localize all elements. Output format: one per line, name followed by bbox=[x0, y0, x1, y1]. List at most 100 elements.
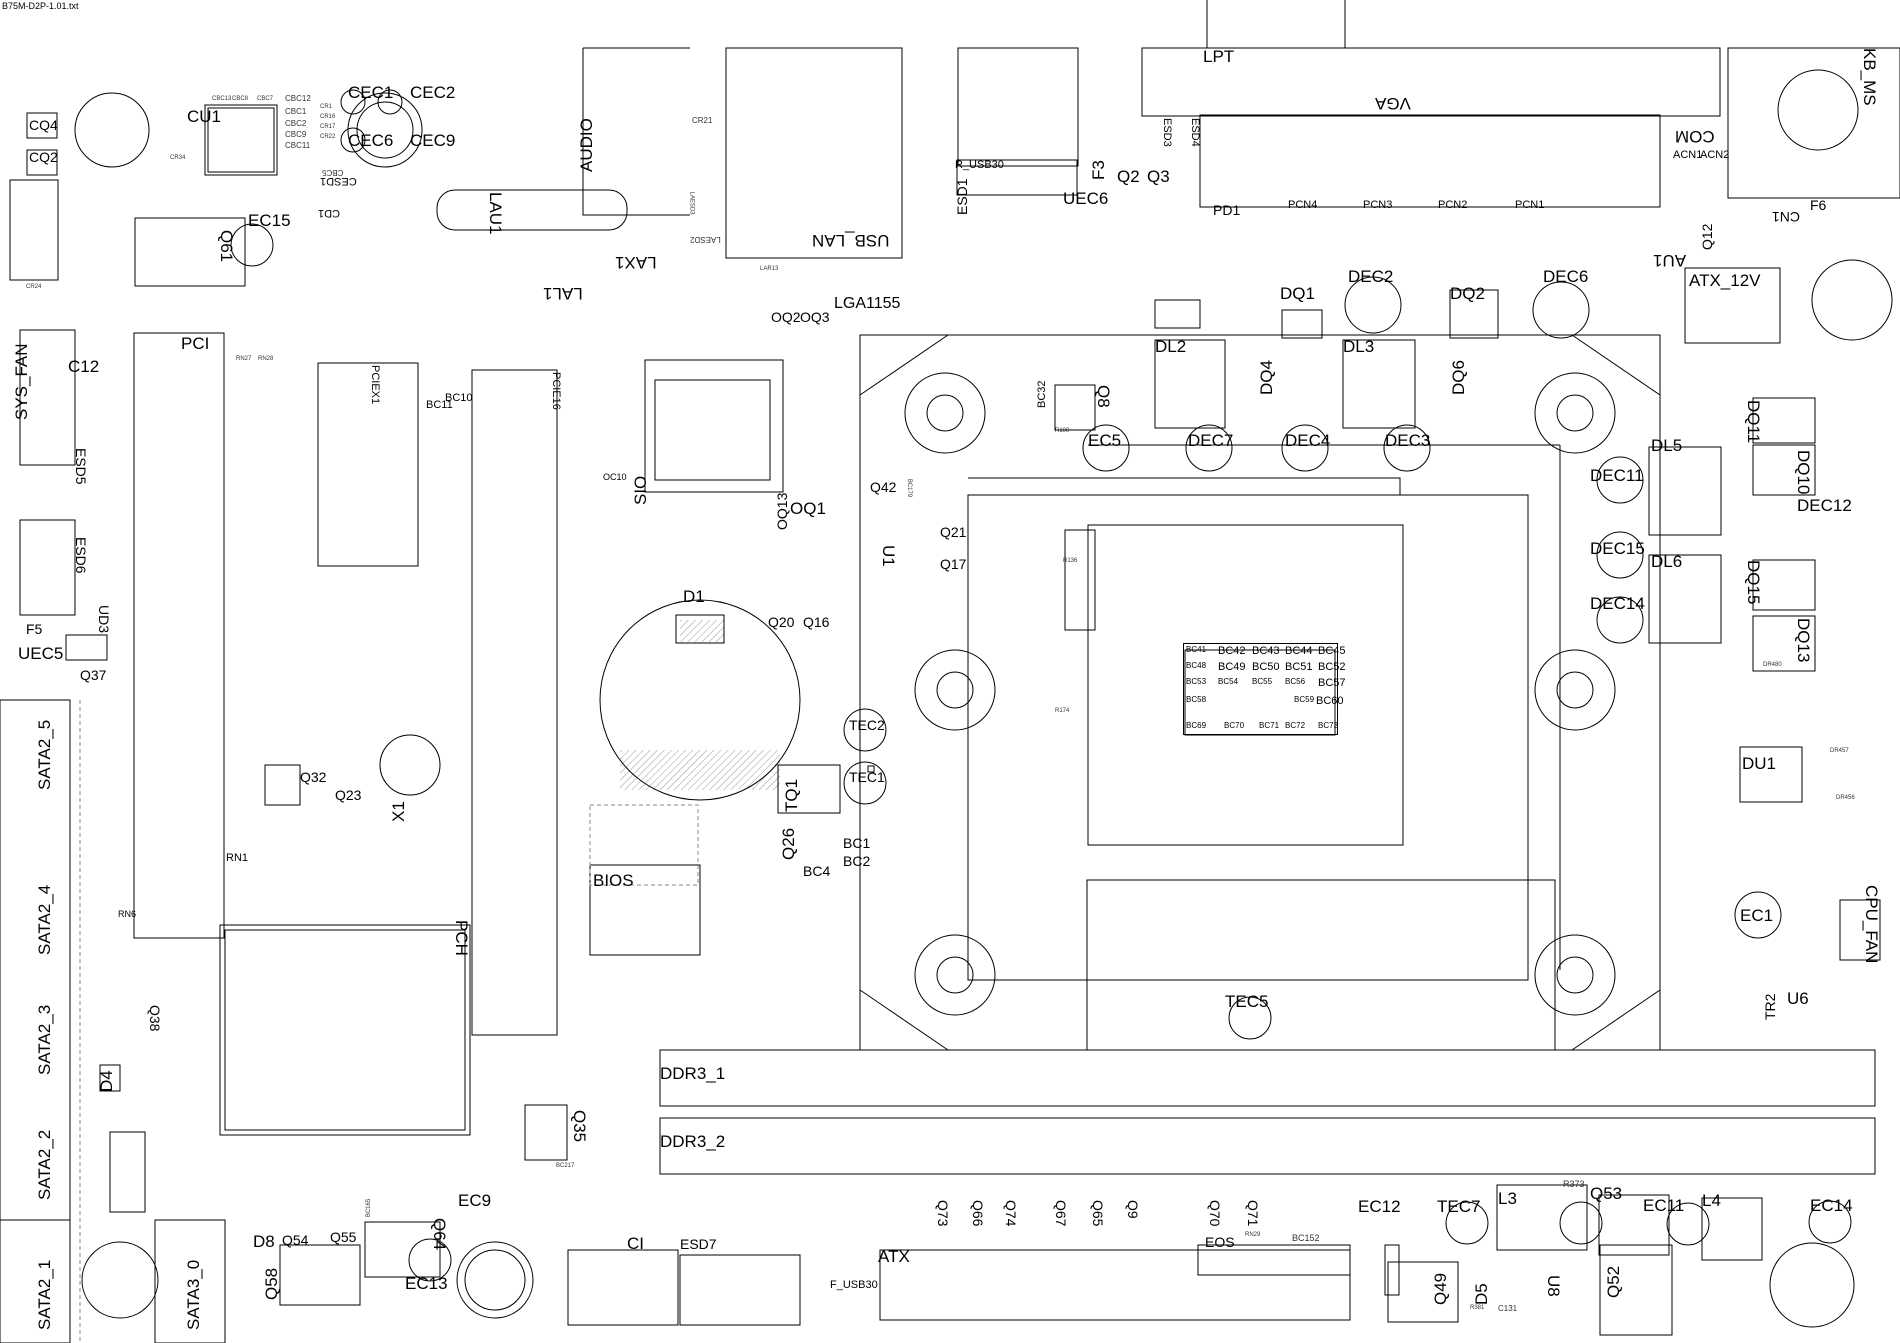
cec1-label: CEC1 bbox=[348, 83, 394, 102]
small-label: CBC9 bbox=[285, 130, 307, 139]
bc11-label: BC11 bbox=[426, 399, 453, 411]
bc32-label: BC32 bbox=[1036, 380, 1048, 408]
file-title: B75M-D2P-1.01.txt bbox=[2, 1, 79, 11]
q55-label: Q55 bbox=[330, 1229, 357, 1245]
r-usb30-label: R_USB30 bbox=[955, 159, 1004, 171]
cec2-label: CEC2 bbox=[410, 83, 456, 102]
small-label: LAESD2 bbox=[690, 235, 721, 244]
q32-label: Q32 bbox=[300, 769, 327, 785]
q74-label: Q74 bbox=[1003, 1200, 1019, 1227]
small-label: BC165 bbox=[366, 1198, 373, 1218]
bc-label: BC55 bbox=[1252, 677, 1273, 686]
q54-label: Q54 bbox=[282, 1232, 309, 1248]
small-label: DR457 bbox=[1830, 748, 1849, 754]
pciex1-label: PCIEX1 bbox=[369, 365, 381, 405]
lpt-label: LPT bbox=[1203, 47, 1235, 66]
oq1-label: OQ1 bbox=[790, 499, 826, 518]
ddr3-1-label: DDR3_1 bbox=[660, 1064, 726, 1083]
cpu-fan-label: CPU_FAN bbox=[1862, 885, 1881, 964]
esd4-label: ESD4 bbox=[1189, 118, 1201, 147]
u6-label: U6 bbox=[1787, 989, 1809, 1008]
bc-label: BC58 bbox=[1186, 695, 1207, 704]
dl5-label: DL5 bbox=[1651, 436, 1683, 455]
dec12-label: DEC12 bbox=[1797, 496, 1852, 515]
bc-label: BC57 bbox=[1318, 677, 1346, 689]
sio-label: SIO bbox=[631, 475, 650, 505]
q73-label: Q73 bbox=[935, 1200, 951, 1227]
pcn1-label: PCN1 bbox=[1515, 199, 1545, 211]
pcn2-label: PCN2 bbox=[1438, 199, 1468, 211]
esd3-label: ESD3 bbox=[1161, 118, 1173, 147]
small-label: CR34 bbox=[170, 155, 186, 161]
sata2-1-label: SATA2_1 bbox=[35, 1259, 54, 1330]
q71-label: Q71 bbox=[1245, 1200, 1261, 1227]
bc-label: BC53 bbox=[1186, 677, 1207, 686]
dec11-label: DEC11 bbox=[1590, 466, 1644, 485]
ec1-label: EC1 bbox=[1740, 906, 1774, 925]
q26-label: Q26 bbox=[779, 827, 798, 860]
pcn4-label: PCN4 bbox=[1288, 199, 1318, 211]
small-label: RN27 bbox=[236, 356, 252, 362]
small-label: CR17 bbox=[320, 124, 336, 130]
small-label: CBC13 bbox=[212, 96, 232, 102]
q2-label: Q2 bbox=[1117, 167, 1140, 186]
f-usb30-label: F_USB30 bbox=[830, 1279, 878, 1291]
small-label: CBC1 bbox=[285, 107, 307, 116]
small-label: CBC7 bbox=[257, 96, 274, 102]
bc-label: BC44 bbox=[1285, 645, 1313, 657]
small-label: CBC12 bbox=[285, 94, 311, 103]
dec3-label: DEC3 bbox=[1385, 431, 1431, 450]
small-label: R381 bbox=[1470, 1305, 1485, 1311]
q9-label: Q9 bbox=[1125, 1200, 1141, 1219]
esd5-label: ESD5 bbox=[73, 448, 89, 485]
small-label: RN29 bbox=[1245, 1232, 1261, 1238]
small-label: R136 bbox=[1063, 558, 1078, 564]
small-label: R100 bbox=[1055, 428, 1070, 434]
ec13-label: EC13 bbox=[405, 1274, 448, 1293]
pd1-label: PD1 bbox=[1213, 202, 1241, 218]
sata2-5-label: SATA2_5 bbox=[35, 719, 54, 790]
pcn3-label: PCN3 bbox=[1363, 199, 1393, 211]
cq2-label: CQ2 bbox=[29, 149, 58, 165]
bc-label: BC69 bbox=[1186, 721, 1207, 730]
ci-label: CI bbox=[627, 1234, 644, 1253]
tec1-label: TEC1 bbox=[849, 769, 885, 785]
small-label: DR456 bbox=[1836, 795, 1855, 801]
d1-label: D1 bbox=[683, 587, 705, 606]
cec6-label: CEC6 bbox=[348, 131, 394, 150]
q12-label: Q12 bbox=[1699, 223, 1715, 250]
dq2-label: DQ2 bbox=[1450, 284, 1485, 303]
q23-label: Q23 bbox=[335, 787, 362, 803]
l4-label: L4 bbox=[1702, 1191, 1721, 1210]
oq13-label: OQ13 bbox=[774, 492, 790, 530]
d4-label: D4 bbox=[97, 1070, 116, 1092]
oq3-label: OQ3 bbox=[800, 309, 830, 325]
bc-label: BC48 bbox=[1186, 661, 1207, 670]
small-label: CBC2 bbox=[285, 119, 307, 128]
cd1-label: CD1 bbox=[318, 207, 341, 219]
vga-label: VGA bbox=[1375, 94, 1411, 113]
dec4-label: DEC4 bbox=[1285, 431, 1331, 450]
acn2-label: ACN2 bbox=[1700, 149, 1730, 161]
bc-label: BC72 bbox=[1285, 721, 1306, 730]
bc-label: BC43 bbox=[1252, 645, 1280, 657]
q65-label: Q65 bbox=[1090, 1200, 1106, 1227]
bc-label: BC71 bbox=[1259, 721, 1280, 730]
dl2-label: DL2 bbox=[1155, 337, 1187, 356]
small-label: CBC11 bbox=[285, 141, 311, 150]
bc2-label: BC2 bbox=[843, 853, 871, 869]
c12-label: C12 bbox=[68, 357, 100, 376]
sata2-3-label: SATA2_3 bbox=[35, 1004, 54, 1075]
small-label: BC179 bbox=[906, 478, 913, 498]
bc-label: BC73 bbox=[1318, 721, 1339, 730]
tq1-label: TQ1 bbox=[782, 778, 801, 812]
q20-label: Q20 bbox=[768, 614, 795, 630]
dq10-label: DQ10 bbox=[1794, 450, 1813, 495]
tec5-label: TEC5 bbox=[1225, 992, 1269, 1011]
bc-label: BC41 bbox=[1186, 645, 1207, 654]
bc10-label: BC10 bbox=[445, 392, 473, 404]
ec14-label: EC14 bbox=[1810, 1196, 1853, 1215]
bc-label: BC52 bbox=[1318, 661, 1346, 673]
atx-label: ATX bbox=[878, 1247, 910, 1266]
